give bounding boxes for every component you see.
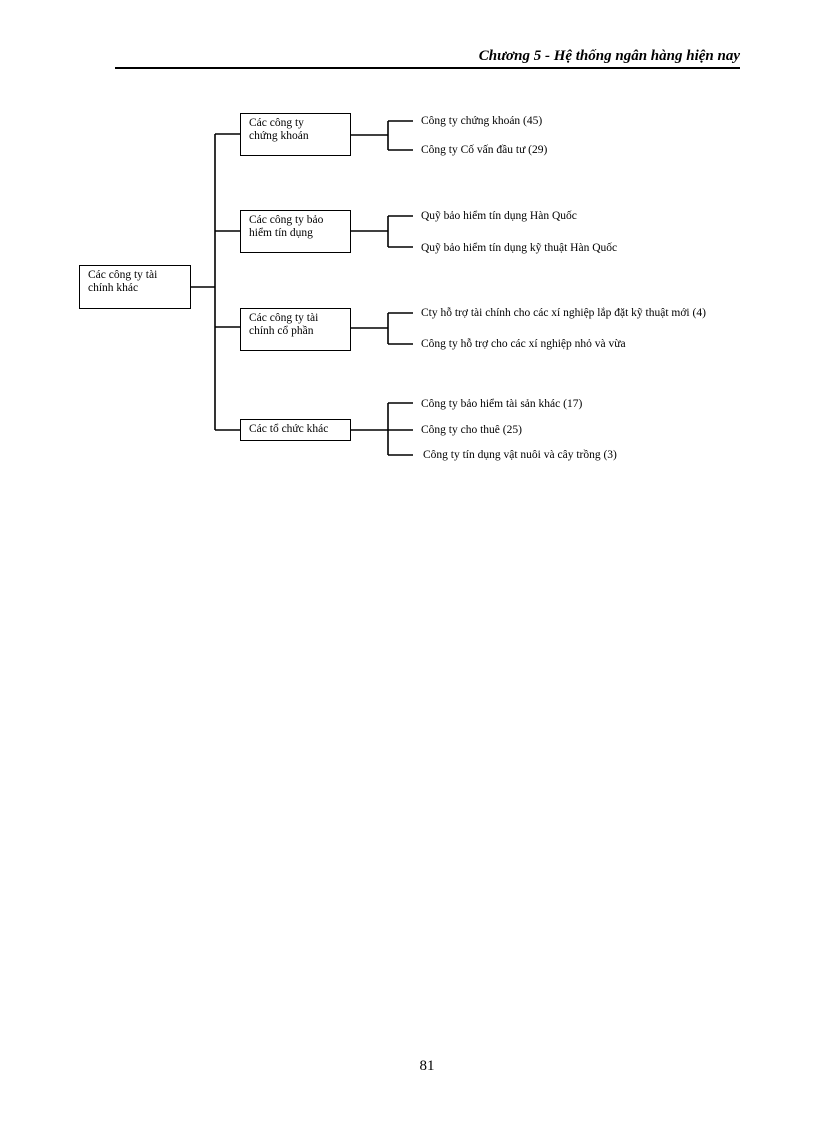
leaf-label: Công ty hỗ trợ cho các xí nghiệp nhỏ và … (421, 338, 626, 350)
leaf-label: Công ty tín dụng vật nuôi và cây trồng (… (423, 449, 617, 461)
category-node-joint-stock-finance: Các công ty tài chính cổ phần (240, 308, 351, 351)
root-node: Các công ty tài chính khác (79, 265, 191, 309)
page-number: 81 (419, 1058, 435, 1074)
leaf-label: Công ty Cố vấn đầu tư (29) (421, 144, 548, 156)
leaf-label: Công ty cho thuê (25) (421, 424, 522, 436)
leaf-label: Công ty chứng khoán (45) (421, 115, 543, 127)
category-node-credit-insurance: Các công ty bảo hiểm tín dụng (240, 210, 351, 253)
header-rule (115, 67, 740, 69)
category-node-securities: Các công ty chứng khoán (240, 113, 351, 156)
leaf-label: Quỹ bảo hiểm tín dụng Hàn Quốc (421, 210, 577, 222)
leaf-label: Cty hỗ trợ tài chính cho các xí nghiệp l… (421, 307, 706, 319)
chapter-title: Chương 5 - Hệ thống ngân hàng hiện nay (478, 48, 740, 64)
leaf-label: Quỹ bảo hiểm tín dụng kỹ thuật Hàn Quốc (421, 242, 618, 254)
leaf-label: Công ty bảo hiểm tài sản khác (17) (421, 398, 583, 410)
category-node-other-organizations: Các tổ chức khác (240, 419, 351, 441)
